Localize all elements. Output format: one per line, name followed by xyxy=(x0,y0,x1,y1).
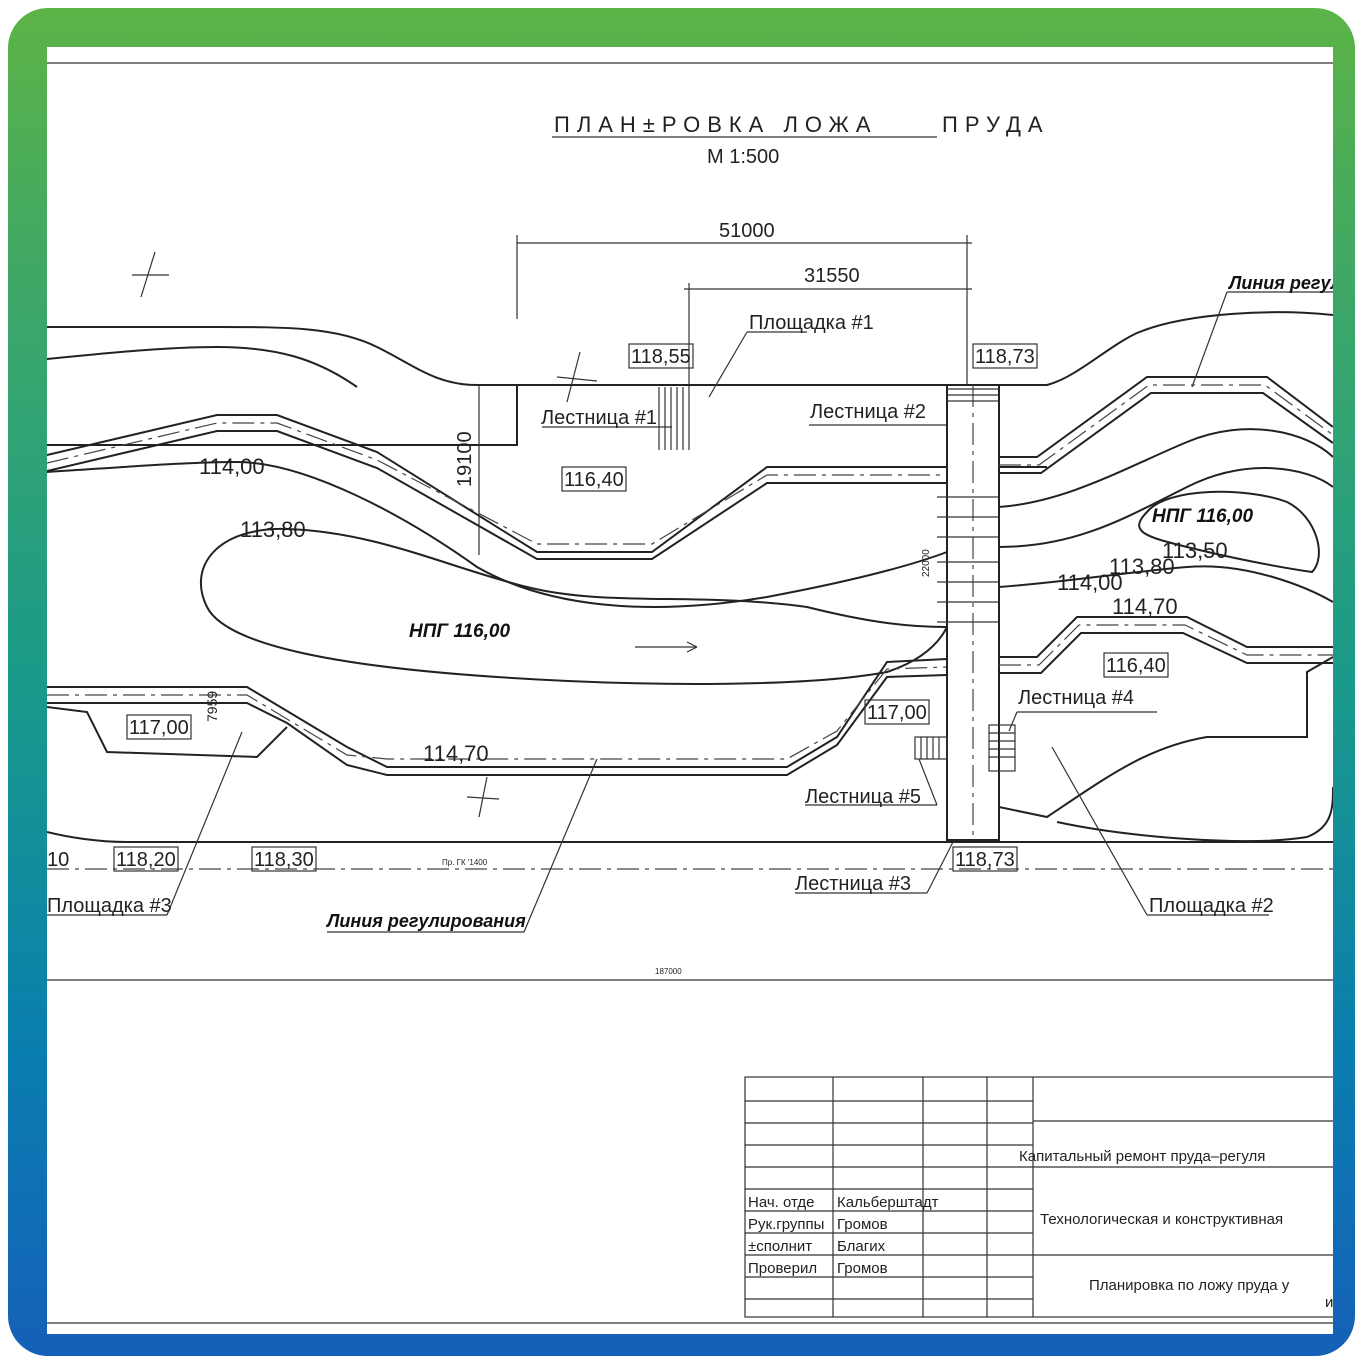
tb-role-1: Рук.группы xyxy=(748,1216,824,1233)
tb-name-0: Кальберштадт xyxy=(837,1194,939,1211)
site-plan-drawing: ПЛАН±РОВКА ЛОЖА ПРУДА М 1:500 51000 3155… xyxy=(47,62,1333,1324)
pk-label: Пр. ГК '1400 xyxy=(442,858,488,867)
contour-114-left xyxy=(47,460,948,608)
platform-3-outline xyxy=(47,706,288,759)
elevation-box-117-00-left xyxy=(126,714,192,740)
callout-stair-4: Лестница #4 xyxy=(1018,687,1134,709)
right-shore-outline xyxy=(1056,786,1333,842)
tb-role-0: Нач. отде xyxy=(748,1194,814,1211)
elevation-118-20: 118,20 xyxy=(116,849,176,871)
tb-sheet-title-cont: и xyxy=(1325,1294,1333,1311)
callout-stair-1: Лестница #1 xyxy=(541,407,657,429)
contour-label-113-80-right: 113,80 xyxy=(1109,554,1175,579)
contour-label-114-70-left: 114,70 xyxy=(423,741,489,766)
contour-label-113-50-right: 113,50 xyxy=(1162,538,1228,563)
elevation-118-73-top: 118,73 xyxy=(975,346,1035,368)
stair-1-steps xyxy=(658,387,690,450)
callout-stair-2: Лестница #2 xyxy=(810,401,926,423)
tb-role-2: ±сполнит xyxy=(748,1238,812,1255)
contour-label-113-80-left: 113,80 xyxy=(240,517,306,542)
water-level-right: НПГ 116,00 xyxy=(1152,506,1253,527)
contour-label-114-00-right: 114,00 xyxy=(1057,570,1123,595)
callout-regulation-line-bottom: Линия регулирования xyxy=(325,911,526,931)
drawing-title-underlined: ПЛАН±РОВКА ЛОЖА xyxy=(554,112,878,137)
right-lower-bank-outer xyxy=(999,616,1333,658)
right-upper-revetment xyxy=(999,384,1333,466)
dimension-22000: 22000 xyxy=(921,549,932,577)
title-block-grid xyxy=(744,1076,1333,1318)
elevation-box-117-00-mid xyxy=(864,699,930,725)
flow-arrow-head xyxy=(686,641,698,653)
elevation-box-116-40-left xyxy=(561,466,627,492)
drawing-scale: М 1:500 xyxy=(707,146,779,168)
elevation-116-40-right: 116,40 xyxy=(1106,655,1166,677)
drawing-sheet: ПЛАН±РОВКА ЛОЖА ПРУДА М 1:500 51000 3155… xyxy=(47,47,1333,1334)
elevation-116-40-left: 116,40 xyxy=(564,469,624,491)
leader-lines xyxy=(47,291,1333,933)
callout-platform-3: Площадка #3 xyxy=(47,895,172,917)
stair-4-steps xyxy=(988,724,1016,772)
right-upper-bank-inner xyxy=(999,392,1333,474)
contour-right-2 xyxy=(998,467,1333,548)
tb-role-3: Проверил xyxy=(748,1260,817,1277)
stair-5-steps xyxy=(914,736,948,760)
elevation-box-118-55 xyxy=(628,343,694,369)
callout-stair-5: Лестница #5 xyxy=(805,786,921,808)
contour-label-114-70-right: 114,70 xyxy=(1112,594,1178,619)
elevation-box-118-30 xyxy=(251,846,317,872)
contour-right-3 xyxy=(998,565,1333,603)
dimension-51000: 51000 xyxy=(719,220,775,242)
stair-2-steps xyxy=(947,388,999,402)
callout-platform-2: Площадка #2 xyxy=(1149,895,1274,917)
tb-name-1: Громов xyxy=(837,1216,888,1233)
grid-cross-marks xyxy=(132,251,598,818)
callout-regulation-line-top: Линия регул xyxy=(1227,273,1333,293)
elevation-10-partial: 10 xyxy=(47,849,69,871)
elevation-box-118-20 xyxy=(113,846,179,872)
bottom-shore-outline xyxy=(47,831,1333,843)
platform-1-left-edge xyxy=(47,385,518,446)
contour-113-50-loop xyxy=(1138,490,1320,574)
contour-label-114-00-left: 114,00 xyxy=(199,454,265,479)
right-upper-bank-outer xyxy=(999,376,1333,458)
dimension-187000: 187000 xyxy=(655,967,682,976)
elevation-118-55: 118,55 xyxy=(631,346,691,368)
elevation-117-00-mid: 117,00 xyxy=(867,702,927,724)
dimension-7959: 7959 xyxy=(204,691,220,722)
contour-113-80-loop xyxy=(200,527,949,685)
lower-bank-outer xyxy=(47,658,948,768)
lower-bank-revetment xyxy=(47,666,948,760)
callout-platform-1: Площадка #1 xyxy=(749,312,874,334)
right-lower-bank-inner xyxy=(999,632,1333,674)
tb-sheet-title: Планировка по ложу пруда у xyxy=(1089,1277,1290,1294)
water-level-left: НПГ 116,00 xyxy=(409,621,510,642)
top-shore-outline xyxy=(47,311,1333,386)
tb-name-3: Громов xyxy=(837,1260,888,1277)
elevation-box-116-40-right xyxy=(1103,652,1169,678)
dimension-19100: 19100 xyxy=(454,431,476,487)
right-lower-revetment xyxy=(999,624,1333,666)
upper-bank-inner xyxy=(47,430,947,560)
elevation-117-00-left: 117,00 xyxy=(129,717,189,739)
tb-project-title: Капитальный ремонт пруда–регуля xyxy=(1019,1148,1265,1165)
dam-structure xyxy=(946,384,1000,841)
dimension-31550: 31550 xyxy=(804,265,860,287)
tb-section-title: Технологическая и конструктивная xyxy=(1040,1211,1283,1228)
platform-2-outline xyxy=(998,656,1333,819)
contour-right-1 xyxy=(998,428,1333,508)
elevation-box-118-73-top xyxy=(972,343,1038,369)
elevation-box-118-73-bottom xyxy=(952,846,1018,872)
tb-name-2: Благих xyxy=(837,1238,886,1255)
upper-bank-revetment xyxy=(47,422,947,545)
callout-stair-3: Лестница #3 xyxy=(795,873,911,895)
drawing-title-rest: ПРУДА xyxy=(942,112,1050,137)
elevation-118-30: 118,30 xyxy=(254,849,314,871)
elevation-118-73-bottom: 118,73 xyxy=(955,849,1015,871)
dam-ticks xyxy=(937,496,999,623)
top-shore-inner xyxy=(47,345,358,388)
